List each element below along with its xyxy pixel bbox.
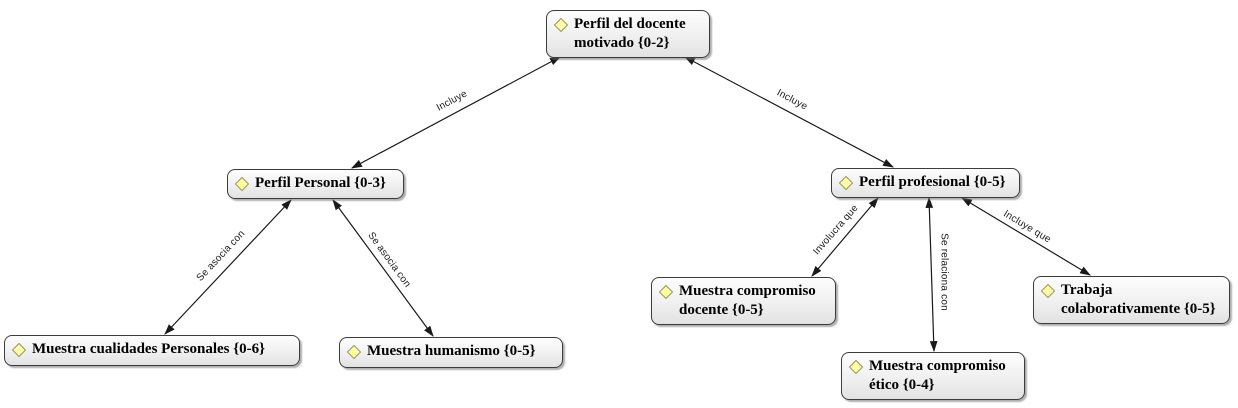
node-label: Trabaja colaborativamente {0-5} <box>1061 282 1216 317</box>
code-icon <box>838 175 854 190</box>
edge-line-trabaja-colaborativamente-to-perfil-profesional[interactable] <box>961 197 1091 276</box>
code-icon <box>234 176 250 191</box>
edge-label-muestra-compromiso-etico-to-perfil-profesional[interactable]: Se relaciona con <box>938 233 950 311</box>
edge-line-muestra-humanismo-to-perfil-personal[interactable] <box>332 199 434 337</box>
node-perfil-personal[interactable]: Perfil Personal {0-3} <box>227 169 404 199</box>
code-icon <box>11 342 27 357</box>
node-perfil-profesional[interactable]: Perfil profesional {0-5} <box>831 168 1020 198</box>
code-icon <box>658 284 674 299</box>
code-icon <box>848 359 864 374</box>
edge-line-perfil-personal-to-perfil-docente-motivado[interactable] <box>351 56 561 169</box>
node-trabaja-colaborativamente[interactable]: Trabaja colaborativamente {0-5} <box>1033 276 1230 324</box>
node-label: Perfil profesional {0-5} <box>859 174 1006 190</box>
code-icon <box>553 17 569 32</box>
code-icon <box>1040 283 1056 298</box>
node-label: Muestra compromiso ético {0-4} <box>869 358 1006 393</box>
node-muestra-humanismo[interactable]: Muestra humanismo {0-5} <box>339 337 563 368</box>
node-label: Muestra humanismo {0-5} <box>367 343 536 359</box>
edge-line-muestra-compromiso-docente-to-perfil-profesional[interactable] <box>811 197 879 277</box>
node-muestra-cualidades-personales[interactable]: Muestra cualidades Personales {0-6} <box>4 335 300 366</box>
code-icon <box>346 344 362 359</box>
node-muestra-compromiso-docente[interactable]: Muestra compromiso docente {0-5} <box>651 277 836 325</box>
node-muestra-compromiso-etico[interactable]: Muestra compromiso ético {0-4} <box>841 352 1025 400</box>
node-label: Muestra cualidades Personales {0-6} <box>32 341 266 357</box>
node-label: Perfil del docente motivado {0-2} <box>574 16 686 51</box>
edge-line-perfil-profesional-to-perfil-docente-motivado[interactable] <box>684 56 894 168</box>
node-perfil-docente-motivado[interactable]: Perfil del docente motivado {0-2} <box>546 10 710 58</box>
node-label: Perfil Personal {0-3} <box>255 175 386 191</box>
edge-line-muestra-cualidades-personales-to-perfil-personal[interactable] <box>164 199 292 335</box>
node-label: Muestra compromiso docente {0-5} <box>679 283 816 318</box>
edge-line-muestra-compromiso-etico-to-perfil-profesional[interactable] <box>925 196 938 353</box>
